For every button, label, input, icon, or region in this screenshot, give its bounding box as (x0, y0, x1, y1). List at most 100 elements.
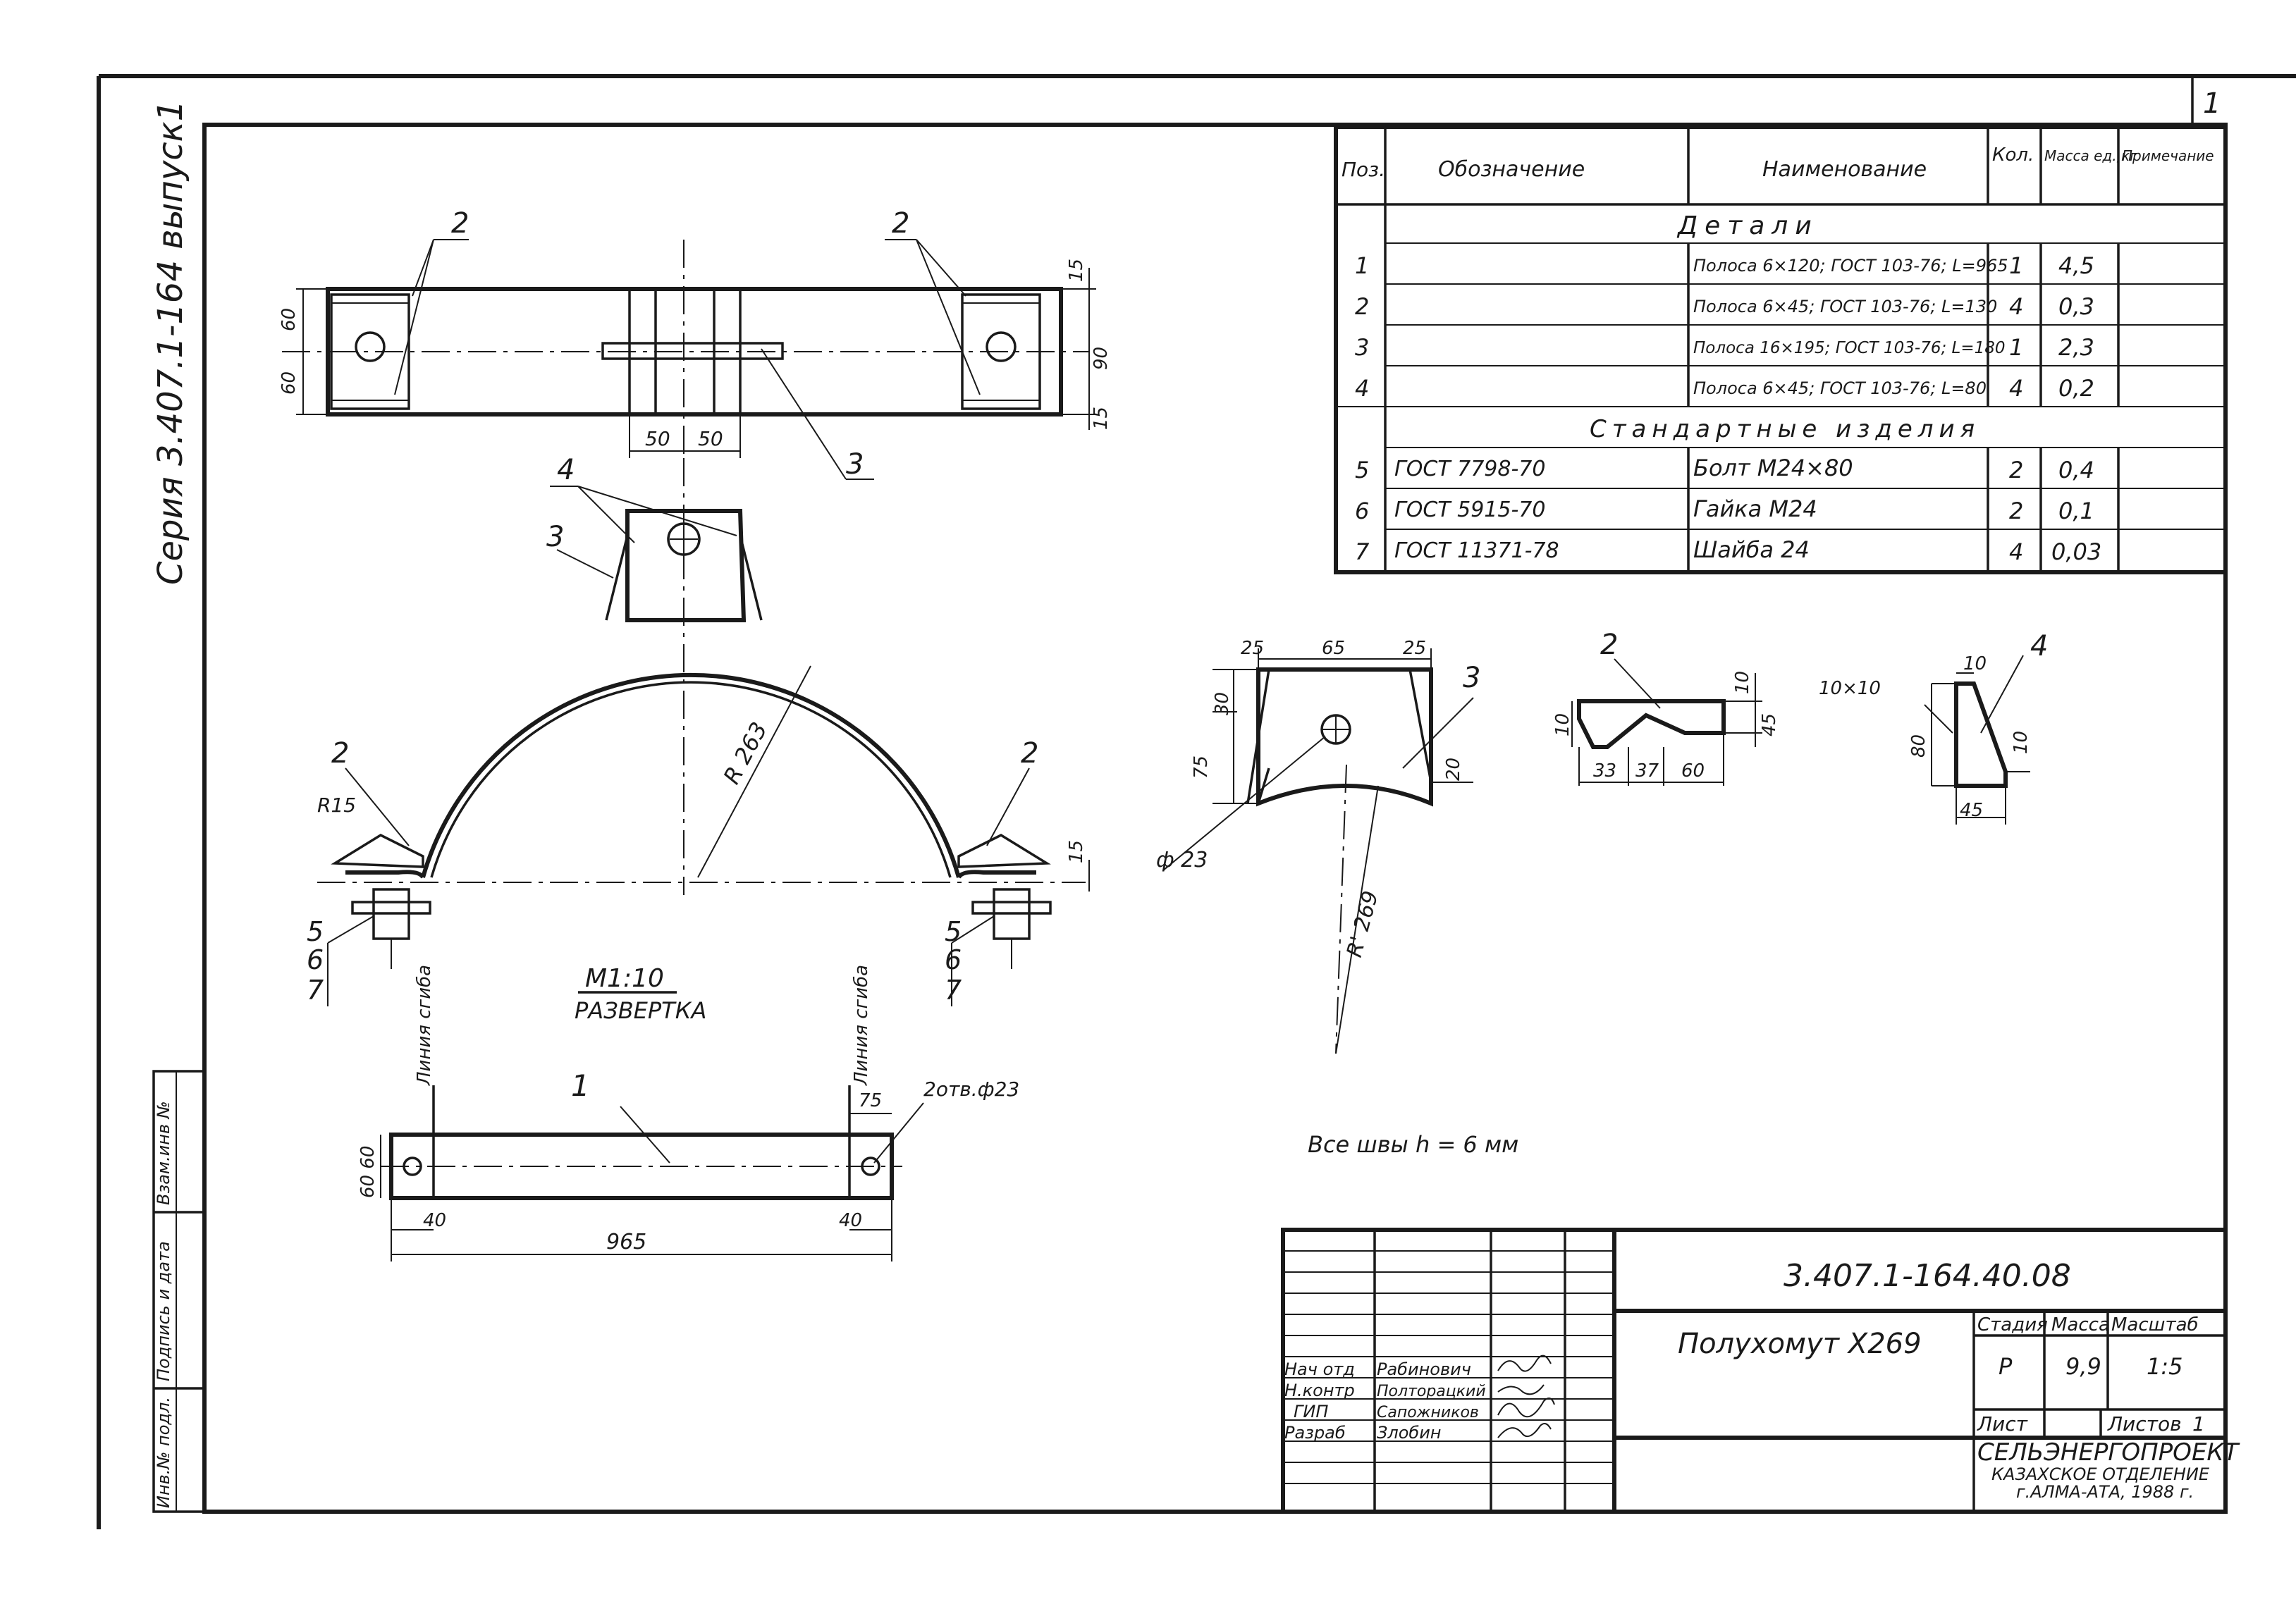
title-stage: Р (1999, 1353, 2013, 1380)
part2-dim-10-left: 10 (1552, 713, 1573, 736)
title-stage-label: Стадия (1977, 1314, 2048, 1335)
development-holes: 2отв.ф23 (923, 1078, 1019, 1101)
title-scale-label: Масштаб (2111, 1314, 2199, 1335)
top-dim-50-left: 50 (645, 427, 670, 450)
sheet-frame (97, 74, 2296, 1529)
part2-detail (1571, 658, 1762, 786)
spec-row-1: 1 Полоса 6×120; ГОСТ 103-76; L=965 1 4,5 (1355, 252, 2094, 279)
row-pos: 5 (1355, 457, 1369, 483)
row-qty: 1 (2009, 334, 2023, 361)
development-dim-40-left: 40 (423, 1210, 446, 1231)
sheet-number-corner: 1 (2203, 87, 2221, 120)
signature-row-1: Нач отд Рабинович (1284, 1359, 1471, 1379)
row-mass: 0,1 (2058, 498, 2094, 524)
signature-row-3: ГИП Сапожников (1294, 1402, 1479, 1421)
front-r15-label: R15 (317, 794, 356, 817)
row-qty: 2 (2009, 457, 2023, 483)
part4-detail (1924, 655, 2030, 825)
spec-row-3: 3 Полоса 16×195; ГОСТ 103-76; L=180 1 2,… (1355, 334, 2094, 361)
part4-callout: 4 (2030, 630, 2048, 662)
section-details: Детали (1676, 211, 1819, 240)
signature-row-4: Разраб Злобин (1284, 1423, 1442, 1443)
part3-hole: ф 23 (1156, 848, 1208, 872)
row-name: Гайка М24 (1693, 495, 1817, 522)
signature-role: ГИП (1294, 1402, 1328, 1421)
row-pos: 1 (1355, 252, 1369, 279)
signature-role: Разраб (1284, 1423, 1346, 1443)
signature-name: Рабинович (1377, 1359, 1471, 1379)
title-org-city: г.АЛМА-АТА, 1988 г. (2016, 1482, 2194, 1502)
title-code: 3.407.1-164.40.08 (1784, 1258, 2071, 1294)
bend-line-left: Линия сгиба (414, 965, 435, 1086)
front-callout-6-right: 6 (945, 944, 962, 975)
development-callout-1: 1 (571, 1068, 590, 1103)
front-dim-15: 15 (1066, 840, 1087, 863)
development-dim-75: 75 (859, 1090, 882, 1111)
spec-row-7: 7 ГОСТ 11371-78 Шайба 24 4 0,03 (1355, 536, 2101, 565)
part2-dim-33: 33 (1593, 760, 1616, 782)
top-callout-3: 3 (846, 448, 864, 481)
signature-name: Злобин (1377, 1423, 1442, 1443)
row-pos: 4 (1355, 375, 1369, 402)
row-mass: 4,5 (2058, 252, 2094, 279)
spec-table-header: Поз. Обозначение Наименование Кол. Масса… (1342, 144, 2214, 182)
development-title: РАЗВЕРТКА (575, 997, 706, 1024)
top-view (282, 239, 1096, 480)
header-mass: Масса ед.,кг (2044, 147, 2137, 164)
signature-name: Полторацкий (1377, 1383, 1486, 1400)
header-qty: Кол. (1992, 144, 2034, 166)
title-sheet-label: Лист (1977, 1412, 2028, 1436)
part3-dim-30: 30 (1212, 692, 1233, 715)
title-org-dept: КАЗАХСКОЕ ОТДЕЛЕНИЕ (1991, 1464, 2210, 1484)
signature-role: Нач отд (1284, 1359, 1355, 1379)
row-qty: 4 (2009, 375, 2023, 402)
title-mass-label: Масса (2051, 1314, 2110, 1335)
part2-callout: 2 (1600, 629, 1618, 661)
spec-row-6: 6 ГОСТ 5915-70 Гайка М24 2 0,1 (1355, 495, 2094, 524)
bend-line-right: Линия сгиба (851, 965, 872, 1086)
development-dim-40-right: 40 (839, 1210, 862, 1231)
row-designation: ГОСТ 7798-70 (1394, 457, 1545, 481)
part2-dim-45: 45 (1759, 713, 1780, 736)
row-mass: 2,3 (2058, 334, 2094, 361)
signature-role: Н.контр (1284, 1381, 1355, 1400)
row-pos: 3 (1355, 334, 1369, 361)
title-scale: 1:5 (2147, 1353, 2183, 1380)
row-mass: 0,4 (2058, 457, 2094, 483)
top-dim-15-upper: 15 (1066, 259, 1087, 282)
development-dim-965: 965 (606, 1230, 646, 1254)
spec-table-grid (1334, 125, 2228, 574)
part4-dim-10-top: 10 (1963, 653, 1987, 674)
title-part-name: Полухомут Х269 (1678, 1328, 1922, 1360)
top-dim-50-right: 50 (698, 427, 723, 450)
row-name: Полоса 6×120; ГОСТ 103-76; L=965 (1693, 256, 2008, 276)
row-qty: 1 (2009, 252, 2023, 279)
side-stamp (152, 1070, 206, 1513)
spec-row-2: 2 Полоса 6×45; ГОСТ 103-76; L=130 4 0,3 (1355, 293, 2094, 320)
front-callout-5-right: 5 (945, 916, 962, 947)
part4-dim-45: 45 (1960, 800, 1983, 821)
header-name: Наименование (1762, 157, 1927, 182)
series-label: Серия 3.407.1-164 выпуск1 (151, 100, 190, 585)
row-pos: 2 (1355, 293, 1369, 320)
top-dim-15-lower: 15 (1091, 407, 1112, 430)
row-designation: ГОСТ 11371-78 (1394, 538, 1559, 563)
row-mass: 0,03 (2051, 538, 2101, 565)
top-dim-60-lower: 60 (278, 371, 300, 395)
side-stamp-replace: Взам.инв № (154, 1101, 173, 1205)
spec-row-4: 4 Полоса 6×45; ГОСТ 103-76; L=80 4 0,2 (1355, 375, 2094, 402)
header-note: Примечание (2122, 147, 2214, 164)
part2-dim-60: 60 (1681, 760, 1705, 782)
part4-dim-10-right: 10 (2010, 731, 2032, 754)
handwritten-signatures (1497, 1355, 1555, 1438)
front-view (317, 458, 1090, 1006)
top-callout-2-left: 2 (451, 207, 469, 240)
title-org: СЕЛЬЭНЕРГОПРОЕКТ (1977, 1438, 2240, 1467)
signature-name: Сапожников (1377, 1404, 1479, 1421)
part3-dim-75: 75 (1191, 755, 1212, 779)
front-callout-3: 3 (546, 521, 564, 553)
row-name: Полоса 6×45; ГОСТ 103-76; L=130 (1693, 297, 1997, 316)
side-stamp-inventory: Инв.№ подл. (154, 1397, 173, 1508)
header-pos: Поз. (1342, 158, 1385, 181)
